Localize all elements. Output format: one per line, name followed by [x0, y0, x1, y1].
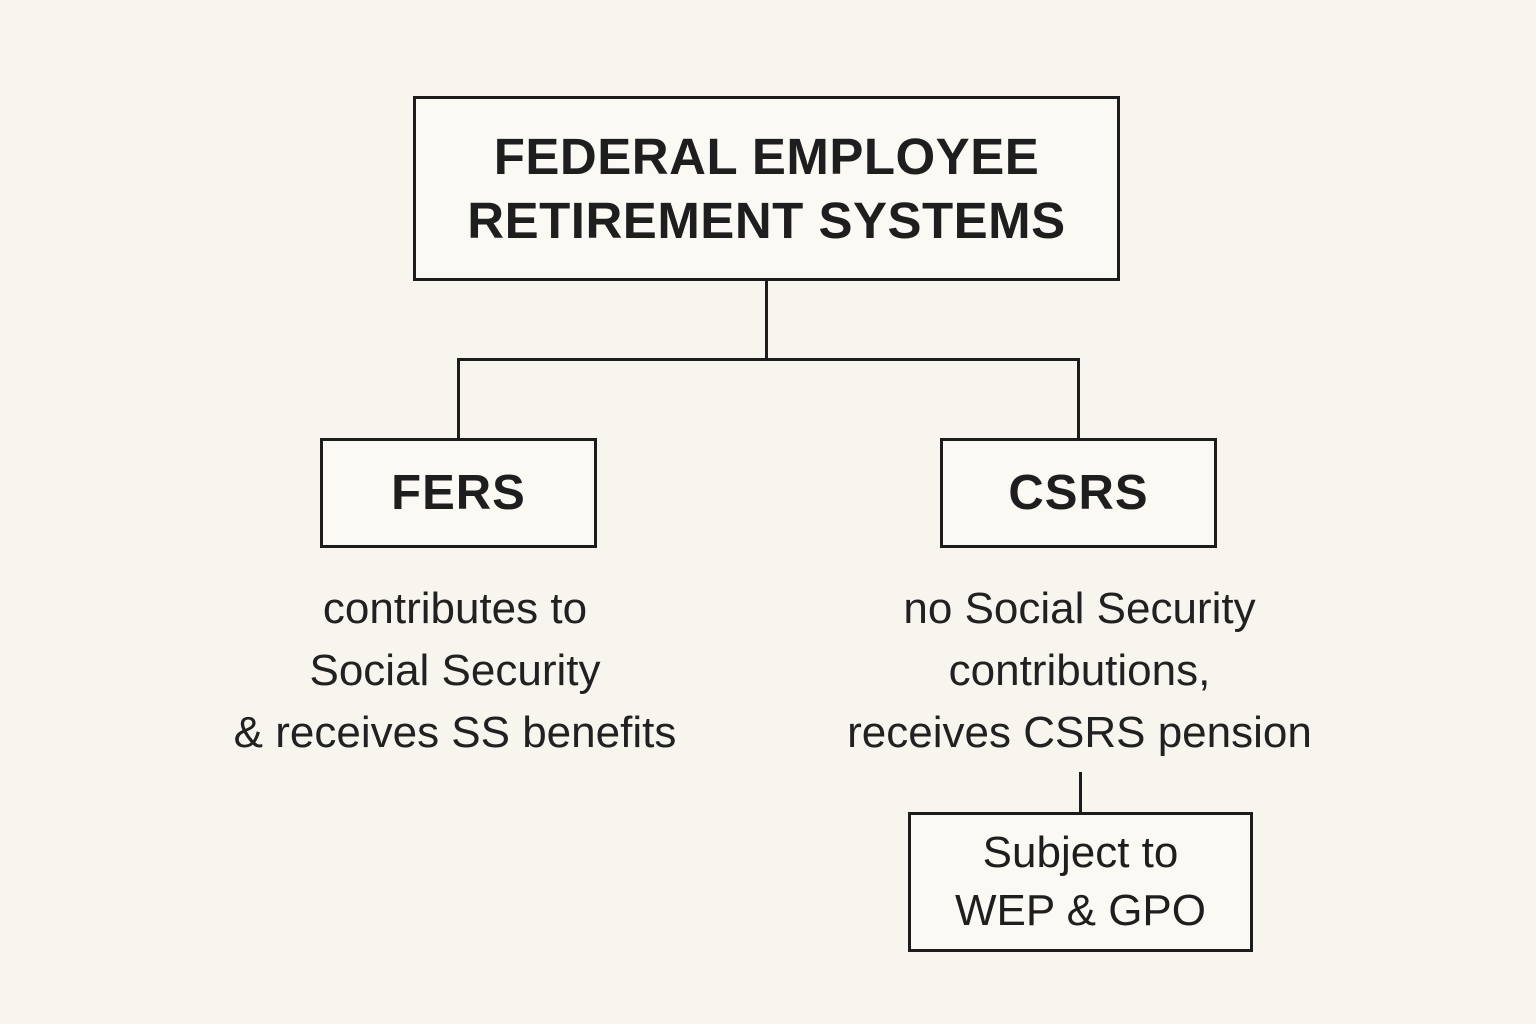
- fers-label: FERS: [391, 466, 526, 520]
- wep-gpo-line-2: WEP & GPO: [954, 886, 1207, 935]
- node-csrs: CSRS: [940, 438, 1217, 548]
- node-federal-employee-retirement-systems: FEDERAL EMPLOYEE RETIREMENT SYSTEMS: [413, 96, 1120, 281]
- fers-description: contributes to Social Security & receive…: [195, 578, 715, 764]
- csrs-description-line-3: receives CSRS pension: [847, 708, 1312, 757]
- fers-description-line-3: & receives SS benefits: [233, 708, 677, 757]
- fers-description-line-2: Social Security: [309, 646, 601, 695]
- connector-fers-drop: [457, 358, 460, 438]
- csrs-label: CSRS: [1008, 466, 1149, 520]
- fers-description-line-1: contributes to: [322, 584, 588, 633]
- csrs-description: no Social Security contributions, receiv…: [812, 578, 1347, 764]
- csrs-description-line-2: contributions,: [948, 646, 1211, 695]
- node-fers: FERS: [320, 438, 597, 548]
- wep-gpo-line-1: Subject to: [982, 828, 1179, 877]
- root-title-line-1: FEDERAL EMPLOYEE: [493, 127, 1040, 185]
- connector-wep-gpo-stem: [1079, 772, 1082, 812]
- csrs-description-line-1: no Social Security: [903, 584, 1256, 633]
- node-subject-to-wep-gpo: Subject to WEP & GPO: [908, 812, 1253, 952]
- root-title-line-2: RETIREMENT SYSTEMS: [467, 191, 1066, 249]
- connector-root-stem: [765, 281, 768, 358]
- connector-csrs-drop: [1077, 358, 1080, 438]
- connector-branch-horizontal: [457, 358, 1080, 361]
